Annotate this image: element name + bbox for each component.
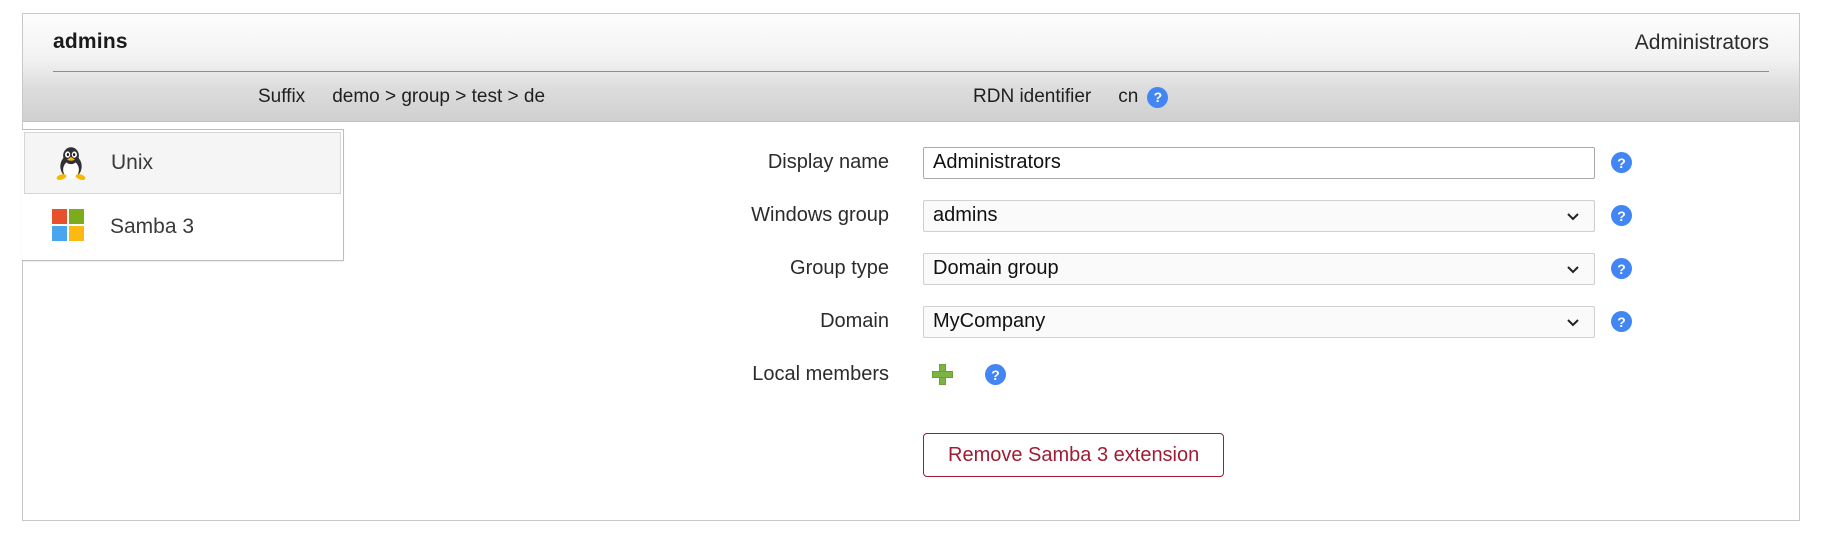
page-title: admins [53,30,128,53]
field-row-windows-group: Windows group admins ? [23,189,1799,242]
windows-logo-icon [52,209,88,245]
field-row-local-members: Local members ? [23,348,1799,401]
windows-group-label: Windows group [751,204,889,226]
windows-group-value: admins [933,204,998,226]
help-icon[interactable]: ? [1611,311,1632,332]
display-name-input[interactable]: Administrators [923,146,1595,179]
tux-penguin-icon [53,145,89,181]
header-meta-row: Suffix demo > group > test > de RDN iden… [23,75,1799,121]
chevron-down-icon [1567,318,1579,326]
help-icon[interactable]: ? [1611,152,1632,173]
form-actions: Remove Samba 3 extension [23,433,1799,477]
tab-samba-3[interactable]: Samba 3 [24,196,341,258]
tab-samba-3-label: Samba 3 [110,215,195,238]
tab-unix-label: Unix [111,151,154,174]
plus-icon[interactable] [932,364,953,385]
help-icon[interactable]: ? [1147,86,1169,108]
local-members-controls: ? [923,359,1006,391]
header-divider [53,71,1769,72]
suffix-meta: Suffix demo > group > test > de [258,86,545,108]
domain-select[interactable]: MyCompany [923,305,1595,338]
group-type-value: Domain group [933,257,1059,279]
help-icon[interactable]: ? [1611,205,1632,226]
header-group-name: Administrators [1634,31,1769,54]
field-row-display-name: Display name Administrators ? [23,136,1799,189]
samba-settings-form: Display name Administrators ? Windows gr… [23,136,1799,477]
windows-group-select[interactable]: admins [923,199,1595,232]
extension-tab-list: Unix Samba 3 [22,129,344,261]
tab-unix[interactable]: Unix [24,132,341,194]
chevron-down-icon [1567,265,1579,273]
domain-label: Domain [820,310,889,332]
suffix-value: demo > group > test > de [332,86,546,107]
panel-header: admins Administrators Suffix demo > grou… [23,14,1799,122]
header-top-row: admins Administrators [23,14,1799,74]
field-row-group-type: Group type Domain group ? [23,242,1799,295]
chevron-down-icon [1567,212,1579,220]
rdn-identifier-label: RDN identifier [973,86,1092,107]
group-type-label: Group type [790,257,889,279]
rdn-identifier-value: cn [1118,86,1139,107]
panel-body: Unix Samba 3 Display name Administrators… [22,122,1799,520]
help-icon[interactable]: ? [1611,258,1632,279]
domain-value: MyCompany [933,310,1046,332]
field-row-domain: Domain MyCompany ? [23,295,1799,348]
local-members-label: Local members [752,363,889,385]
remove-samba-extension-button[interactable]: Remove Samba 3 extension [923,433,1225,477]
group-type-select[interactable]: Domain group [923,252,1595,285]
rdn-identifier-meta: RDN identifier cn ? [973,86,1169,108]
display-name-label: Display name [767,151,889,173]
help-icon[interactable]: ? [985,364,1006,385]
suffix-label: Suffix [258,86,306,107]
group-detail-panel: admins Administrators Suffix demo > grou… [22,13,1800,521]
